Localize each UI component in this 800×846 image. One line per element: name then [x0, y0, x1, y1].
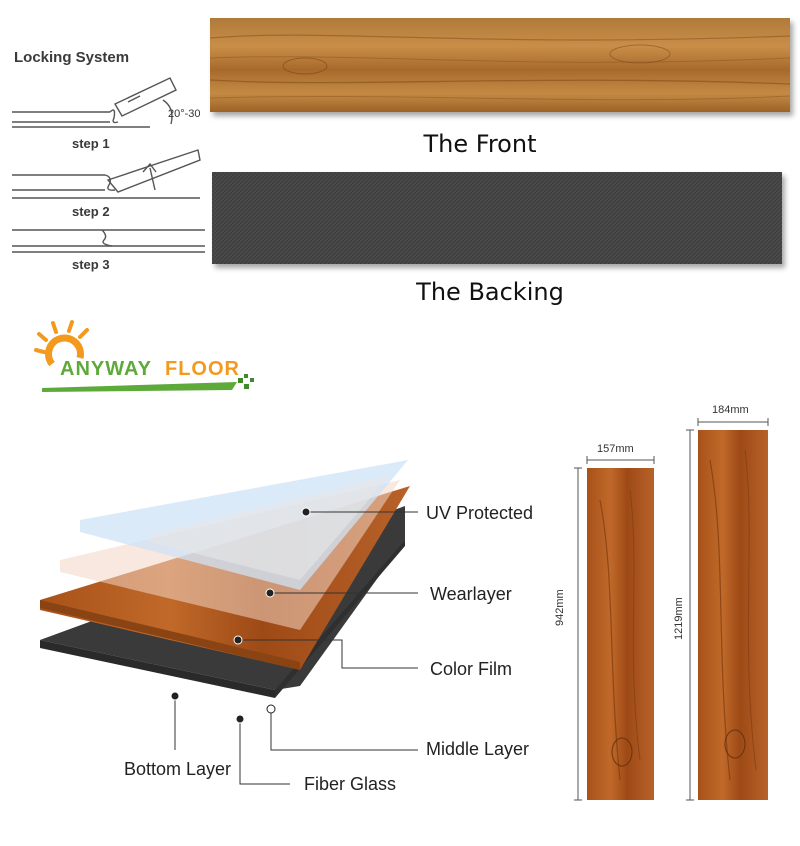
front-caption: The Front	[423, 130, 537, 158]
step2-illustration	[12, 149, 201, 199]
brand-name-anyway: ANYWAY	[60, 358, 152, 380]
label-color-film: Color Film	[430, 659, 513, 679]
label-uv-protected: UV Protected	[426, 503, 534, 523]
step2-label: step 2	[72, 204, 110, 219]
label-bottom-layer: Bottom Layer	[124, 759, 232, 779]
step1-label: step 1	[72, 136, 110, 151]
backing-panel-image	[212, 172, 782, 264]
plank-b-width-label: 184mm	[712, 404, 749, 416]
locking-system-diagram: Locking System 20°-30 step 1 step 2 step…	[12, 49, 205, 272]
label-fiber-glass: Fiber Glass	[304, 774, 397, 794]
sun-icon	[34, 320, 254, 392]
step1-illustration	[12, 77, 177, 128]
brand-logo: ANYWAY FLOOR	[32, 318, 262, 398]
brand-name-floor: FLOOR	[165, 358, 240, 380]
angle-label: 20°-30	[168, 108, 201, 120]
plank-dimensions	[574, 418, 769, 801]
plank-b-image	[698, 430, 768, 800]
backing-caption: The Backing	[416, 278, 564, 306]
plank-a-image	[587, 468, 654, 800]
plank-a-length-label: 942mm	[554, 589, 566, 626]
label-middle-layer: Middle Layer	[426, 739, 530, 759]
front-panel-image	[209, 18, 791, 112]
plank-a-width-label: 157mm	[597, 443, 634, 455]
step3-illustration	[12, 229, 205, 253]
label-wearlayer: Wearlayer	[430, 584, 512, 604]
layers-diagram	[40, 460, 418, 785]
plank-b-length-label: 1219mm	[673, 597, 685, 640]
step3-label: step 3	[72, 257, 110, 272]
locking-system-title: Locking System	[14, 49, 129, 66]
